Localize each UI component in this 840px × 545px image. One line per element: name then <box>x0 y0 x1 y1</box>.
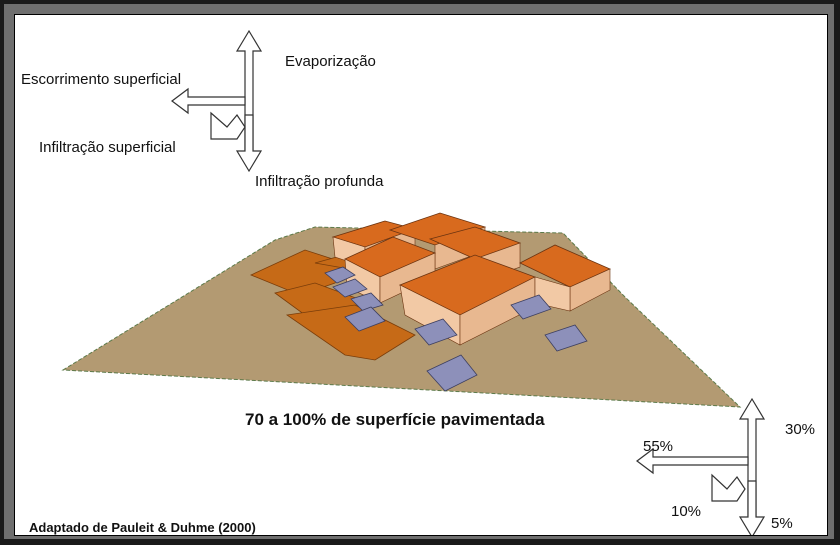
surface-infiltration-label: Infiltração superficial <box>39 139 176 156</box>
runoff-percent: 55% <box>643 438 674 455</box>
outer-frame: Evaporização Escorrimento superficial In… <box>4 4 834 539</box>
deep-5-down-arrow <box>738 480 766 535</box>
water-balance-legend-arrows <box>171 29 263 173</box>
car <box>414 318 458 346</box>
source-credit: Adaptado de Pauleit & Duhme (2000) <box>29 520 256 535</box>
car <box>426 354 478 392</box>
illustration <box>61 29 766 535</box>
car <box>544 324 588 352</box>
deep-infiltration-down-arrow <box>235 114 263 173</box>
car <box>510 294 552 320</box>
shallow-10-arrow <box>711 473 746 502</box>
surface-infiltration-arrow <box>210 111 246 140</box>
runoff-left-arrow <box>171 87 246 115</box>
percentage-legend-arrows <box>636 397 766 535</box>
car <box>324 266 356 284</box>
deep-infiltration-percent: 5% <box>771 515 793 532</box>
runoff-55-left-arrow <box>636 447 749 475</box>
pavement-caption: 70 a 100% de superfície pavimentada <box>245 410 545 429</box>
car <box>344 306 386 332</box>
car <box>332 278 368 298</box>
evaporation-label: Evaporização <box>285 53 376 70</box>
cars <box>324 266 588 392</box>
house-cluster <box>331 212 611 346</box>
shallow-infiltration-percent: 10% <box>671 503 702 520</box>
diagram-panel: Evaporização Escorrimento superficial In… <box>14 14 828 536</box>
house-3 <box>344 236 437 304</box>
surface-runoff-label: Escorrimento superficial <box>21 71 182 88</box>
deep-infiltration-label: Infiltração profunda <box>255 173 384 190</box>
evaporation-percent: 30% <box>785 421 816 438</box>
car <box>350 292 384 312</box>
